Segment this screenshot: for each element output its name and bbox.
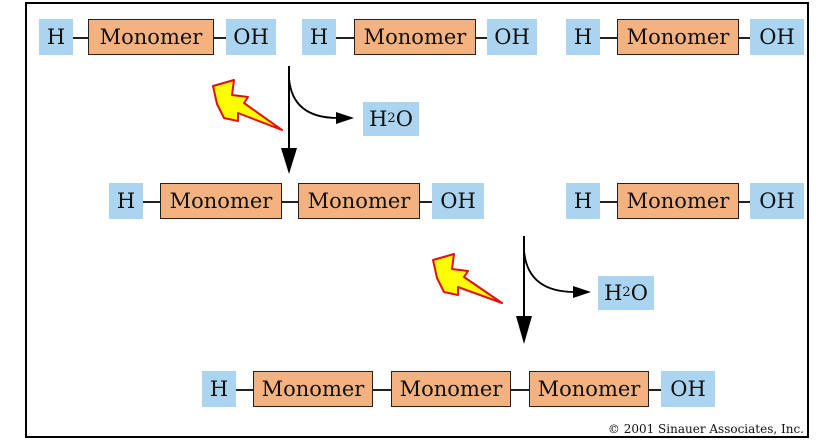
bond-line [214,37,226,39]
monomer-box: Monomer [88,19,214,55]
water-h: H [369,107,388,131]
bond-line [739,37,750,39]
water-h: H [604,281,623,305]
bond-line [476,37,487,39]
water-o: O [630,281,648,305]
hydroxyl-label: OH [750,183,804,219]
hydroxyl-label: OH [487,19,537,55]
monomer-box: Monomer [298,183,420,219]
bond-line [649,389,661,391]
monomer-box: Monomer [617,19,739,55]
monomer-box: Monomer [391,371,511,407]
bond-line [73,37,88,39]
bond-line [282,201,298,203]
bond-line [600,201,617,203]
arrow-right-icon [288,77,354,124]
hydrogen-label: H [566,183,600,219]
bond-line [236,389,253,391]
arrow-right-icon [523,249,591,298]
copyright-text: © 2001 Sinauer Associates, Inc. [607,422,804,436]
lightning-bolt-icon [212,79,283,131]
hydroxyl-label: OH [750,19,804,55]
hydrogen-label: H [302,19,336,55]
bond-line [143,201,160,203]
hydroxyl-label: OH [432,183,484,219]
monomer-box: Monomer [529,371,649,407]
monomer-box: Monomer [617,183,739,219]
bond-line [600,37,617,39]
water-o: O [395,107,413,131]
hydrogen-label: H [39,19,73,55]
hydroxyl-label: OH [661,371,715,407]
hydrogen-label: H [109,183,143,219]
bond-line [739,201,750,203]
diagram-frame [25,2,809,438]
bond-line [336,37,354,39]
bond-line [420,201,432,203]
bond-line [373,389,391,391]
monomer-box: Monomer [354,19,476,55]
lightning-bolt-icon [432,253,503,304]
monomer-box: Monomer [253,371,373,407]
monomer-box: Monomer [160,183,282,219]
hydrogen-label: H [202,371,236,407]
hydroxyl-label: OH [226,19,276,55]
hydrogen-label: H [566,19,600,55]
bond-line [511,389,529,391]
